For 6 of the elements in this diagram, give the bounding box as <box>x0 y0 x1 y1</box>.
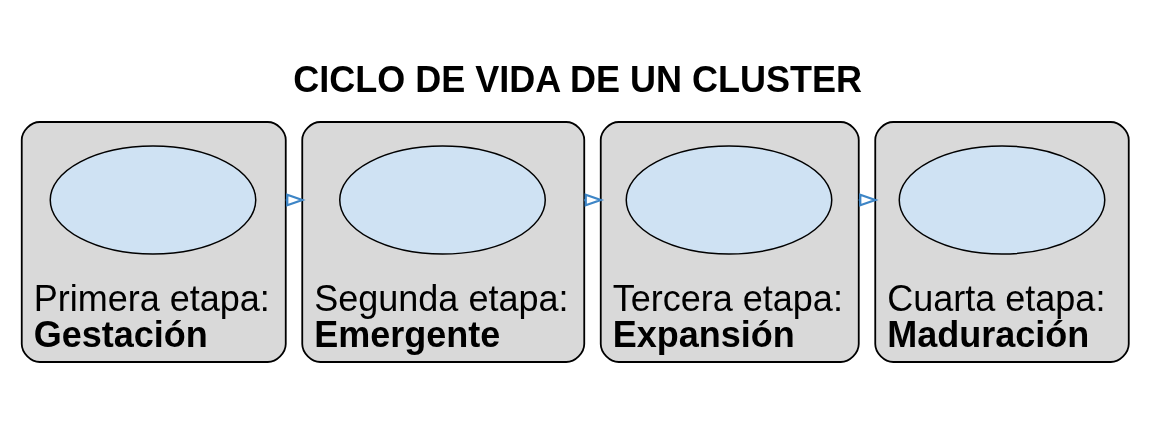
cluster: Cuarta etapa: Maduración <box>874 120 1130 363</box>
node-ellipse <box>625 144 833 255</box>
node-ellipse <box>898 144 1106 255</box>
diagram-title: CICLO DE VIDA DE UN CLUSTER <box>293 58 862 100</box>
node-ellipse <box>339 144 546 255</box>
node-ellipse <box>49 144 257 255</box>
